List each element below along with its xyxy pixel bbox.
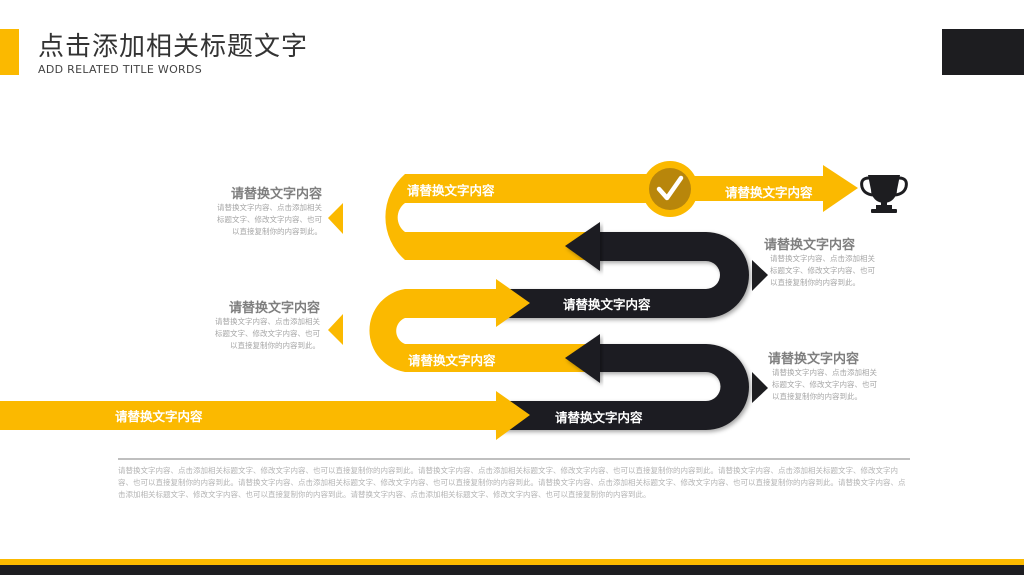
right-note-1: 请替换文字内容 请替换文字内容、点击添加相关标题文字、修改文字内容、也可以直接复…	[764, 234, 880, 289]
right-note-2: 请替换文字内容 请替换文字内容、点击添加相关标题文字、修改文字内容、也可以直接复…	[768, 348, 884, 403]
right-note-2-title[interactable]: 请替换文字内容	[768, 352, 860, 367]
footer-paragraph[interactable]: 请替换文字内容、点击添加相关标题文字、修改文字内容、也可以直接复制你的内容到此。…	[118, 466, 906, 499]
corner-decoration	[942, 29, 1024, 75]
left-note-1-desc[interactable]: 请替换文字内容、点击添加相关标题文字、修改文字内容、也可以直接复制你的内容到此。	[217, 203, 322, 236]
dark-curve-1	[496, 222, 749, 318]
top-arrow-label[interactable]: 请替换文字内容	[725, 185, 813, 200]
dark-curve-2	[496, 334, 749, 430]
bottom-accent-stripe	[0, 559, 1024, 565]
top-goal-arrow	[686, 165, 858, 212]
right-pointer-2	[752, 372, 768, 403]
bottom-yellow-label[interactable]: 请替换文字内容	[115, 409, 203, 424]
check-circle-icon	[642, 161, 698, 217]
yellow-arrow-1	[405, 279, 530, 327]
top-left-yellow-curve	[385, 174, 690, 260]
left-pointer-1	[328, 203, 343, 234]
left-pointer-2	[328, 314, 343, 345]
left-note-2-desc[interactable]: 请替换文字内容、点击添加相关标题文字、修改文字内容、也可以直接复制你的内容到此。	[215, 317, 320, 350]
right-pointer-1	[752, 260, 768, 291]
right-note-2-desc[interactable]: 请替换文字内容、点击添加相关标题文字、修改文字内容、也可以直接复制你的内容到此。	[772, 368, 877, 401]
left-note-1-title[interactable]: 请替换文字内容	[230, 187, 322, 202]
top-yellow-label[interactable]: 请替换文字内容	[407, 183, 495, 198]
dark-band-1-label[interactable]: 请替换文字内容	[563, 297, 651, 312]
bottom-yellow-arrow	[0, 391, 530, 440]
right-note-1-title[interactable]: 请替换文字内容	[764, 238, 856, 253]
right-note-1-desc[interactable]: 请替换文字内容、点击添加相关标题文字、修改文字内容、也可以直接复制你的内容到此。	[770, 254, 875, 287]
dark-band-2-label[interactable]: 请替换文字内容	[555, 410, 643, 425]
title-accent-bar	[0, 29, 19, 75]
bottom-dark-stripe	[0, 565, 1024, 575]
mid-yellow-label[interactable]: 请替换文字内容	[408, 353, 496, 368]
page-title[interactable]: 点击添加相关标题文字	[38, 32, 309, 62]
footer-divider	[118, 458, 910, 460]
page-subtitle[interactable]: ADD RELATED TITLE WORDS	[38, 63, 203, 76]
left-note-2: 请替换文字内容 请替换文字内容、点击添加相关标题文字、修改文字内容、也可以直接复…	[206, 297, 320, 352]
left-note-2-title[interactable]: 请替换文字内容	[228, 301, 320, 316]
trophy-icon	[860, 175, 908, 213]
mid-left-yellow-curve	[369, 289, 592, 372]
left-note-1: 请替换文字内容 请替换文字内容、点击添加相关标题文字、修改文字内容、也可以直接复…	[208, 183, 322, 238]
